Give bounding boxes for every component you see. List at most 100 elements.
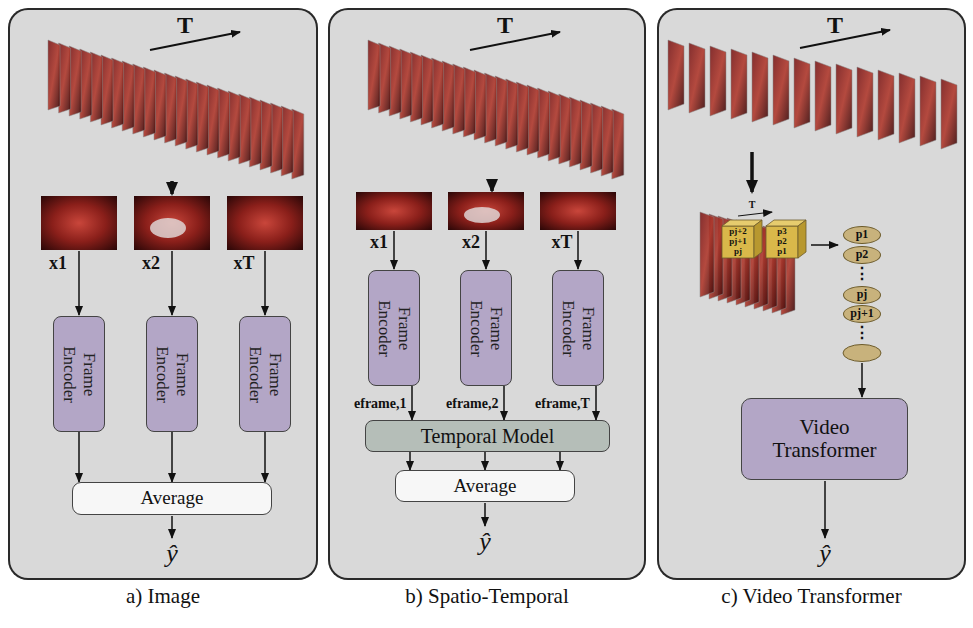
sample-arrow xyxy=(750,152,754,192)
patch-cube xyxy=(766,226,798,258)
frame xyxy=(48,40,60,110)
token-oval: pj+1 xyxy=(843,305,881,323)
frame-thumbnails xyxy=(41,192,616,250)
patch-cube xyxy=(798,220,806,258)
box-label: p1 xyxy=(856,228,869,241)
output-arrow xyxy=(171,516,173,538)
temporal-model-box: Temporal Model xyxy=(365,420,610,452)
frame xyxy=(143,67,155,137)
time-label: T xyxy=(749,199,756,210)
patch-cube xyxy=(754,220,762,258)
average-box: Average xyxy=(395,470,575,502)
transformer-box: Video Transformer xyxy=(741,398,908,480)
box-label: Frame Encoder xyxy=(558,277,597,379)
frame xyxy=(59,43,71,113)
frame xyxy=(548,91,560,161)
frame xyxy=(773,55,789,125)
frame xyxy=(612,109,624,179)
frame xyxy=(580,100,592,170)
frame xyxy=(154,70,166,140)
input-label: x2 xyxy=(142,254,160,274)
output-arrow xyxy=(484,503,486,526)
arrow-connector xyxy=(595,386,597,420)
arrow-connector xyxy=(411,386,413,420)
arrow-connector xyxy=(264,432,266,482)
encoder-box: Frame Encoder xyxy=(368,270,420,386)
input-arrow xyxy=(485,231,487,269)
frame-image xyxy=(227,196,303,250)
ellipsis-label: ⋮ xyxy=(854,324,870,342)
token-arrow xyxy=(861,363,863,397)
patch-label: p1 xyxy=(776,247,788,257)
box-label: p2 xyxy=(856,248,869,261)
frame xyxy=(857,67,873,137)
frame xyxy=(196,82,208,152)
time-arrow xyxy=(150,32,240,50)
panel-caption: a) Image xyxy=(8,585,318,608)
frame xyxy=(752,52,768,122)
frame xyxy=(228,91,240,161)
box-label: Frame Encoder xyxy=(374,277,413,379)
instrument xyxy=(464,207,500,223)
patch-label: pj xyxy=(733,247,743,257)
frame xyxy=(69,46,81,116)
box-label: Frame Encoder xyxy=(152,323,191,425)
frame xyxy=(175,76,187,146)
frame xyxy=(591,103,603,173)
arrow-connector xyxy=(559,452,561,470)
input-arrow xyxy=(393,231,395,269)
frame xyxy=(516,82,528,152)
frame xyxy=(668,40,684,110)
patch-label: p3 xyxy=(776,227,788,237)
frame xyxy=(249,97,261,167)
time-label: T xyxy=(177,12,193,38)
panel-caption: b) Spatio-Temporal xyxy=(328,585,646,608)
token-oval: p1 xyxy=(843,226,881,244)
sample-arrow xyxy=(170,181,174,194)
frame xyxy=(101,55,113,125)
arrow-connector xyxy=(171,432,173,482)
token-oval xyxy=(843,345,881,362)
frame xyxy=(815,61,831,131)
input-arrow xyxy=(78,251,80,315)
average-box: Average xyxy=(72,482,272,515)
frame xyxy=(836,64,852,134)
flatten-arrow xyxy=(811,244,838,246)
frame xyxy=(432,58,444,128)
frame xyxy=(410,52,422,122)
panel-caption: c) Video Transformer xyxy=(657,585,966,608)
frame xyxy=(463,67,475,137)
output-arrow xyxy=(824,481,826,538)
arrow-connector xyxy=(503,386,505,420)
frame-stack xyxy=(668,40,957,149)
frame xyxy=(474,70,486,140)
encoder-box: Frame Encoder xyxy=(146,316,198,432)
patch-label: p2 xyxy=(776,237,788,247)
box-label: Frame Encoder xyxy=(245,323,284,425)
edge-label: eframe,1 xyxy=(354,396,406,411)
frame xyxy=(400,49,412,119)
output-label: ŷ xyxy=(166,540,178,569)
frame-image xyxy=(356,192,432,230)
input-label: xT xyxy=(233,254,254,274)
frame xyxy=(389,46,401,116)
frame xyxy=(218,88,230,158)
frame xyxy=(165,73,177,143)
arrow-connector xyxy=(484,452,486,470)
frame xyxy=(559,94,571,164)
frame-image xyxy=(540,192,616,230)
frame-stack xyxy=(48,40,304,179)
frame xyxy=(112,58,124,128)
frame xyxy=(700,212,714,297)
time-label: T xyxy=(827,12,843,38)
input-arrow xyxy=(171,251,173,315)
frame xyxy=(920,76,936,146)
time-arrow xyxy=(800,30,890,48)
encoder-box: Frame Encoder xyxy=(53,316,105,432)
frame xyxy=(281,106,293,176)
frame xyxy=(186,79,198,149)
patch-label: pj+1 xyxy=(728,237,748,247)
edge-label: eframe,T xyxy=(535,396,590,411)
frame xyxy=(689,43,705,113)
